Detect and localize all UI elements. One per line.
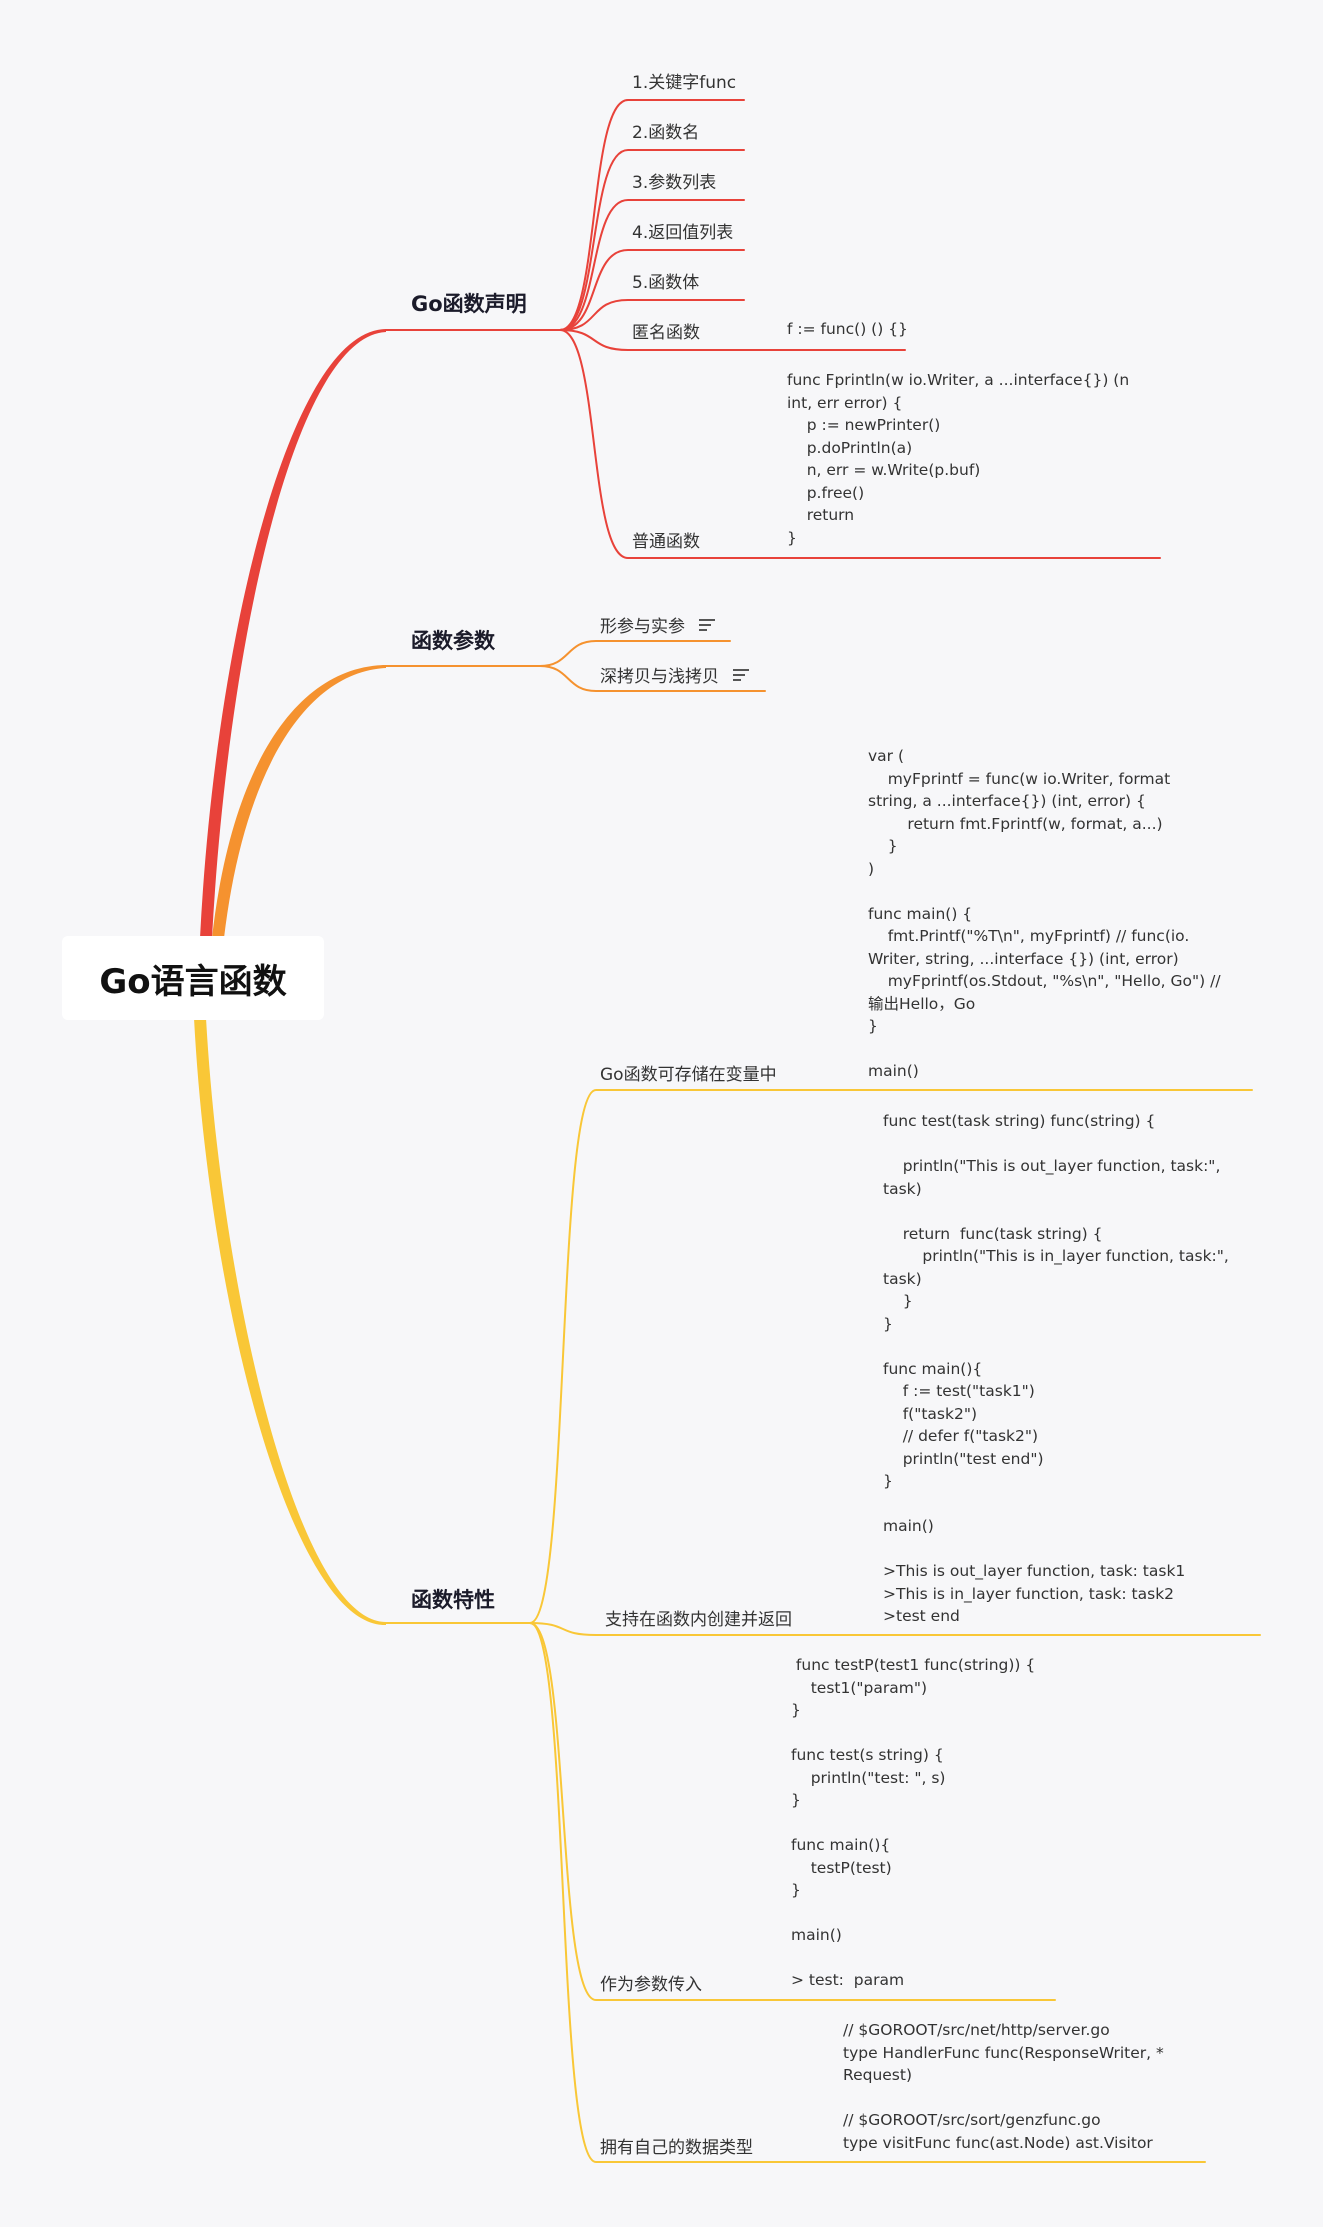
leaf-return-list[interactable]: 4.返回值列表 xyxy=(632,218,733,243)
leaf-pass-as-param[interactable]: 作为参数传入 xyxy=(600,1970,702,1995)
note-icon[interactable] xyxy=(733,669,751,681)
leaf-formal-actual-params[interactable]: 形参与实参 xyxy=(600,612,717,637)
leaf-store-in-variable[interactable]: Go函数可存储在变量中 xyxy=(600,1060,777,1085)
connector-declaration-child xyxy=(559,149,745,331)
leaf-label: Go函数可存储在变量中 xyxy=(600,1065,777,1085)
leaf-label: 普通函数 xyxy=(632,532,700,552)
leaf-label: 形参与实参 xyxy=(600,617,685,637)
leaf-label: 5.函数体 xyxy=(632,273,700,293)
leaf-label: 匿名函数 xyxy=(632,323,700,343)
branch-label: Go函数声明 xyxy=(411,292,527,316)
leaf-anonymous-function[interactable]: 匿名函数 xyxy=(632,318,700,343)
connector-declaration-child xyxy=(559,99,745,331)
branch-label: 函数特性 xyxy=(411,1588,495,1612)
connector-declaration-child xyxy=(559,329,906,351)
leaf-normal-function[interactable]: 普通函数 xyxy=(632,527,700,552)
connector-features-child xyxy=(529,1622,1261,1636)
note-icon[interactable] xyxy=(699,619,717,631)
connector-declaration-child xyxy=(559,249,745,331)
trunk-to-features xyxy=(194,1018,386,1626)
leaf-label: 2.函数名 xyxy=(632,123,700,143)
code-anonymous-function: f := func() () {} xyxy=(787,320,908,338)
leaf-label: 深拷贝与浅拷贝 xyxy=(600,667,719,687)
code-create-and-return: func test(task string) func(string) { pr… xyxy=(883,1112,1229,1625)
connector-params-child xyxy=(539,640,731,667)
root-node[interactable]: Go语言函数 xyxy=(62,936,324,1020)
branch-function-features[interactable]: 函数特性 xyxy=(411,1584,495,1614)
leaf-label: 3.参数列表 xyxy=(632,173,717,193)
leaf-label: 作为参数传入 xyxy=(600,1975,702,1995)
code-store-in-variable: var ( myFprintf = func(w io.Writer, form… xyxy=(868,747,1221,1080)
connector-declaration-child xyxy=(559,299,745,331)
root-label: Go语言函数 xyxy=(99,961,287,1002)
trunk-to-declaration xyxy=(200,329,386,938)
trunk-to-params xyxy=(212,665,386,938)
code-pass-as-param: func testP(test1 func(string)) { test1("… xyxy=(791,1656,1036,1989)
branch-go-declaration[interactable]: Go函数声明 xyxy=(411,288,527,318)
connector-declaration-child xyxy=(559,199,745,331)
connector-features-child xyxy=(529,1622,1056,2001)
code-normal-function: func Fprintln(w io.Writer, a ...interfac… xyxy=(787,371,1130,547)
leaf-label: 支持在函数内创建并返回 xyxy=(605,1610,792,1630)
code-own-data-type: // $GOROOT/src/net/http/server.go type H… xyxy=(843,2021,1164,2152)
connector-features-child xyxy=(529,1622,1206,2163)
leaf-deep-shallow-copy[interactable]: 深拷贝与浅拷贝 xyxy=(600,662,751,687)
leaf-function-name[interactable]: 2.函数名 xyxy=(632,118,699,143)
connector-params-child xyxy=(539,665,766,692)
leaf-param-list[interactable]: 3.参数列表 xyxy=(632,168,716,193)
connector-features-child xyxy=(529,1089,1253,1624)
branch-function-params[interactable]: 函数参数 xyxy=(411,625,495,655)
leaf-function-body[interactable]: 5.函数体 xyxy=(632,268,699,293)
leaf-label: 拥有自己的数据类型 xyxy=(600,2138,753,2158)
leaf-label: 4.返回值列表 xyxy=(632,223,734,243)
leaf-label: 1.关键字func xyxy=(632,73,737,93)
leaf-keyword-func[interactable]: 1.关键字func xyxy=(632,68,736,93)
branch-label: 函数参数 xyxy=(411,629,495,653)
leaf-create-and-return[interactable]: 支持在函数内创建并返回 xyxy=(605,1605,792,1630)
leaf-own-data-type[interactable]: 拥有自己的数据类型 xyxy=(600,2133,753,2158)
connector-declaration-child xyxy=(559,329,1161,559)
